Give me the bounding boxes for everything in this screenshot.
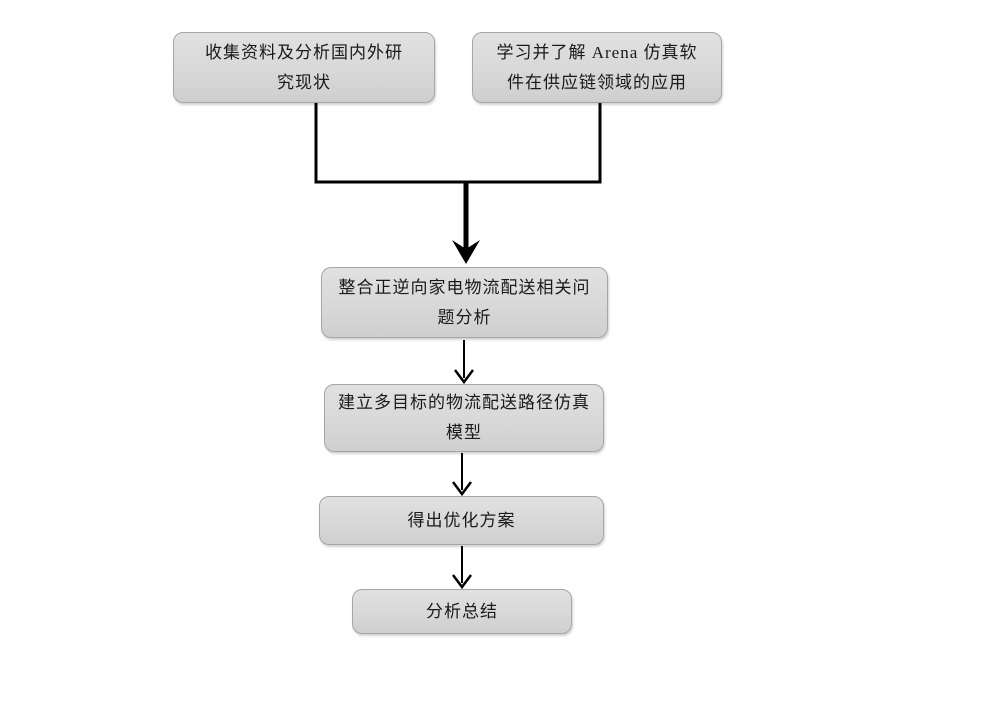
node-label-line: 模型 (446, 423, 482, 442)
node-collect-research: 收集资料及分析国内外研 究现状 (173, 32, 435, 103)
node-analysis-summary: 分析总结 (352, 589, 572, 634)
node-build-model: 建立多目标的物流配送路径仿真 模型 (324, 384, 604, 452)
node-optimization-plan: 得出优化方案 (319, 496, 604, 545)
node-label-line: 学习并了解 Arena 仿真软 (496, 42, 698, 62)
node-label-line: 收集资料及分析国内外研 (205, 42, 403, 62)
node-learn-arena-label: 学习并了解 Arena 仿真软 件在供应链领域的应用 (496, 38, 697, 98)
node-analysis-summary-label: 分析总结 (426, 597, 498, 627)
arrow-3-4-head-icon (454, 369, 474, 385)
arrow-5-6-head-icon (452, 574, 472, 590)
arrow-4-5-head-icon (452, 481, 472, 497)
node-integrate-problems: 整合正逆向家电物流配送相关问 题分析 (321, 267, 608, 338)
node-label-line: 分析总结 (426, 601, 498, 621)
node-collect-research-label: 收集资料及分析国内外研 究现状 (205, 38, 403, 98)
node-learn-arena: 学习并了解 Arena 仿真软 件在供应链领域的应用 (472, 32, 722, 103)
node-build-model-label: 建立多目标的物流配送路径仿真 模型 (338, 388, 590, 448)
node-label-line: 建立多目标的物流配送路径仿真 (338, 393, 590, 412)
merge-elbow-connector (314, 103, 602, 184)
merge-arrow-head-icon (452, 240, 480, 264)
node-integrate-problems-label: 整合正逆向家电物流配送相关问 题分析 (339, 273, 591, 333)
node-label-line: 整合正逆向家电物流配送相关问 (338, 277, 591, 297)
node-label-line: 件在供应链领域的应用 (507, 72, 687, 92)
node-label-line: 得出优化方案 (407, 510, 516, 530)
node-label-line: 究现状 (277, 72, 331, 92)
node-label-line: 题分析 (437, 307, 492, 327)
node-optimization-plan-label: 得出优化方案 (408, 506, 516, 536)
